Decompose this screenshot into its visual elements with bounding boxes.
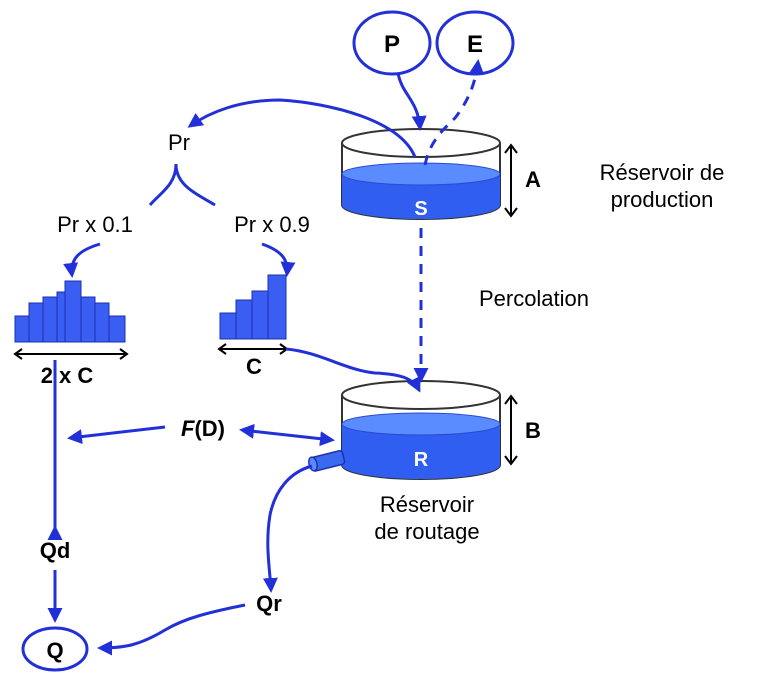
production-store-symbol: S <box>414 198 427 220</box>
uh2-bar <box>108 315 126 343</box>
uh2-length-marker <box>13 348 129 360</box>
uh1-bar <box>235 299 253 340</box>
uh1-to-routing-arrow <box>285 347 421 393</box>
precipitation-arrow <box>396 72 427 131</box>
evaporation-arrow <box>423 59 485 166</box>
total-flow-node: Q <box>21 626 89 672</box>
uh1-length-label: C <box>246 354 262 379</box>
uh2-bar <box>14 315 30 343</box>
qr-label: Qr <box>256 591 282 616</box>
fast-flow-arrow <box>63 242 101 278</box>
unit-hydrograph-uh2 <box>14 280 126 343</box>
exchange-arg: (D) <box>194 416 225 441</box>
routing-store-caption-line1: Réservoir <box>380 492 474 517</box>
routing-store-symbol: R <box>414 449 429 471</box>
svg-text:F(D): F(D) <box>181 416 225 441</box>
qd-label: Qd <box>40 538 71 563</box>
qr-to-q-arrow <box>97 603 246 656</box>
unit-hydrograph-uh1 <box>219 274 287 340</box>
routing-store: R <box>341 380 501 480</box>
exchange-f: F <box>181 416 195 441</box>
effective-rainfall-arrow <box>187 98 417 158</box>
production-capacity-marker <box>504 143 518 218</box>
routing-outflow-arrow <box>262 464 313 593</box>
uh1-bar <box>251 290 269 340</box>
uh1-bar <box>267 274 287 340</box>
exchange-to-routing-arrow <box>239 423 335 447</box>
precipitation-node: P <box>352 10 432 76</box>
production-store-caption-line1: Réservoir de <box>600 160 725 185</box>
uh2-bar <box>42 296 58 343</box>
production-store-caption-line2: production <box>611 187 714 212</box>
routing-store-caption-line2: de routage <box>374 519 479 544</box>
uh1-bar <box>219 312 237 340</box>
routing-capacity-label: B <box>525 418 541 443</box>
slow-flow-arrow <box>261 242 296 277</box>
uh2-bar <box>28 302 44 343</box>
pr-label: Pr <box>168 130 190 155</box>
routing-capacity-marker <box>504 394 518 466</box>
evaporation-node: E <box>435 10 515 76</box>
exchange-to-direct-arrow <box>67 425 166 445</box>
exchange-function-label: F(D) <box>181 416 225 441</box>
production-capacity-label: A <box>525 167 541 192</box>
production-store: S <box>341 128 501 220</box>
uh2-bar <box>80 296 96 343</box>
uh2-bar <box>64 280 82 343</box>
uh2-bar <box>94 302 110 343</box>
precipitation-label: P <box>384 31 400 58</box>
uh1-length-marker <box>217 343 289 355</box>
outlet-pipe <box>308 449 346 472</box>
q-label: Q <box>46 638 63 663</box>
slow-fraction-label: Pr x 0.9 <box>234 212 310 237</box>
fast-fraction-label: Pr x 0.1 <box>57 212 133 237</box>
percolation-label: Percolation <box>479 286 589 311</box>
evaporation-label: E <box>467 31 483 58</box>
split-brace <box>148 163 216 207</box>
uh2-length-label: 2 x C <box>41 363 94 388</box>
